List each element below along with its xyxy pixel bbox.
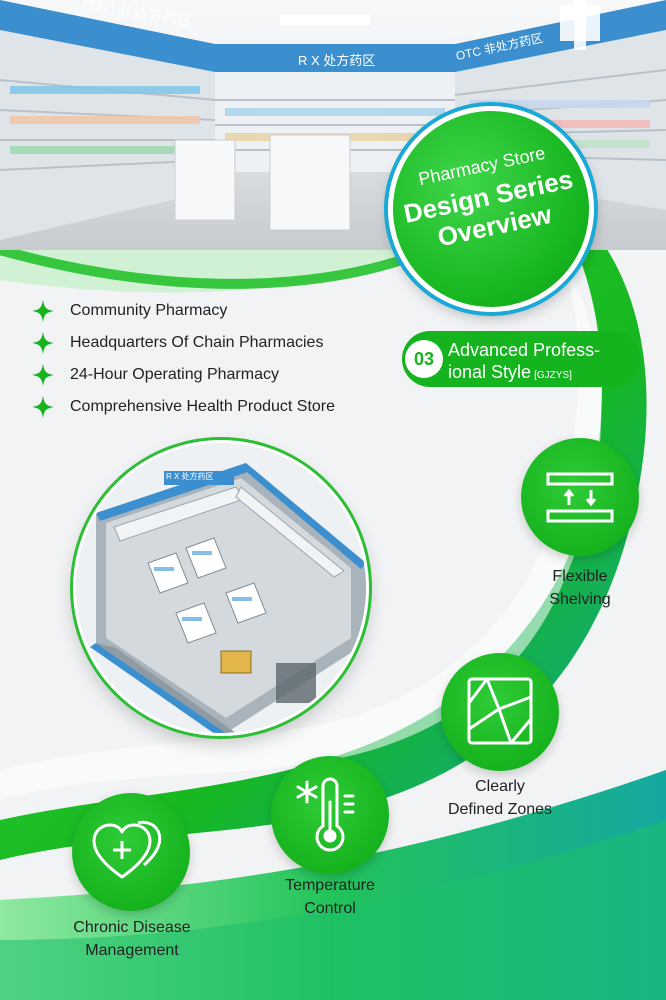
clearly-defined-zones-line-2: Defined Zones bbox=[447, 801, 553, 818]
flexible-shelving-label: Flexible Shelving bbox=[500, 565, 660, 611]
feature-item: Community Pharmacy bbox=[32, 299, 227, 323]
plan-sign: R X 处方药区 bbox=[166, 472, 214, 481]
feature-label: Headquarters Of Chain Pharmacies bbox=[70, 334, 324, 351]
flexible-shelving-line-2: Shelving bbox=[549, 591, 611, 608]
flexible-shelving-line-1: Flexible bbox=[552, 568, 608, 585]
sparkle-icon bbox=[32, 364, 54, 386]
hero-sign-center: R X 处方药区 bbox=[298, 53, 376, 68]
clearly-defined-zones-label: Clearly Defined Zones bbox=[420, 775, 580, 821]
feature-item: Headquarters Of Chain Pharmacies bbox=[32, 331, 323, 355]
clearly-defined-zones-badge bbox=[441, 653, 559, 771]
zones-icon bbox=[467, 677, 533, 745]
feature-label: 24-Hour Operating Pharmacy bbox=[70, 366, 279, 383]
floor-plan-image: R X 处方药区 bbox=[73, 440, 369, 736]
feature-label: Comprehensive Health Product Store bbox=[70, 398, 336, 415]
style-number: 03 bbox=[405, 340, 443, 378]
style-name-line-2: ional Style[GJZYS] bbox=[448, 362, 572, 383]
chronic-disease-management-badge bbox=[72, 793, 190, 911]
thermometer-icon bbox=[296, 777, 355, 852]
chronic-disease-management-line-2: Management bbox=[85, 942, 179, 959]
flexible-shelving-badge bbox=[521, 438, 639, 556]
temperature-control-label: Temperature Control bbox=[250, 874, 410, 920]
style-name-text: ional Style bbox=[448, 362, 532, 382]
sparkle-icon bbox=[32, 300, 54, 322]
feature-item: 24-Hour Operating Pharmacy bbox=[32, 363, 279, 387]
temperature-control-line-2: Control bbox=[304, 900, 356, 917]
sparkle-icon bbox=[32, 332, 54, 354]
temperature-control-badge bbox=[271, 756, 389, 874]
style-name-line-1: Advanced Profess- bbox=[448, 340, 601, 360]
temperature-control-line-1: Temperature bbox=[285, 877, 375, 894]
chronic-disease-management-line-1: Chronic Disease bbox=[73, 919, 191, 936]
feature-item: Comprehensive Health Product Store bbox=[32, 395, 335, 419]
heart-plus-icon bbox=[92, 820, 162, 879]
feature-label: Community Pharmacy bbox=[70, 302, 228, 319]
chronic-disease-management-label: Chronic Disease Management bbox=[52, 916, 212, 962]
sparkle-icon bbox=[32, 396, 54, 418]
style-code: [GJZYS] bbox=[534, 370, 572, 381]
shelving-icon bbox=[546, 472, 614, 523]
style-pill: 03 Advanced Profess- ional Style[GJZYS] bbox=[402, 331, 640, 387]
clearly-defined-zones-line-1: Clearly bbox=[475, 778, 525, 795]
